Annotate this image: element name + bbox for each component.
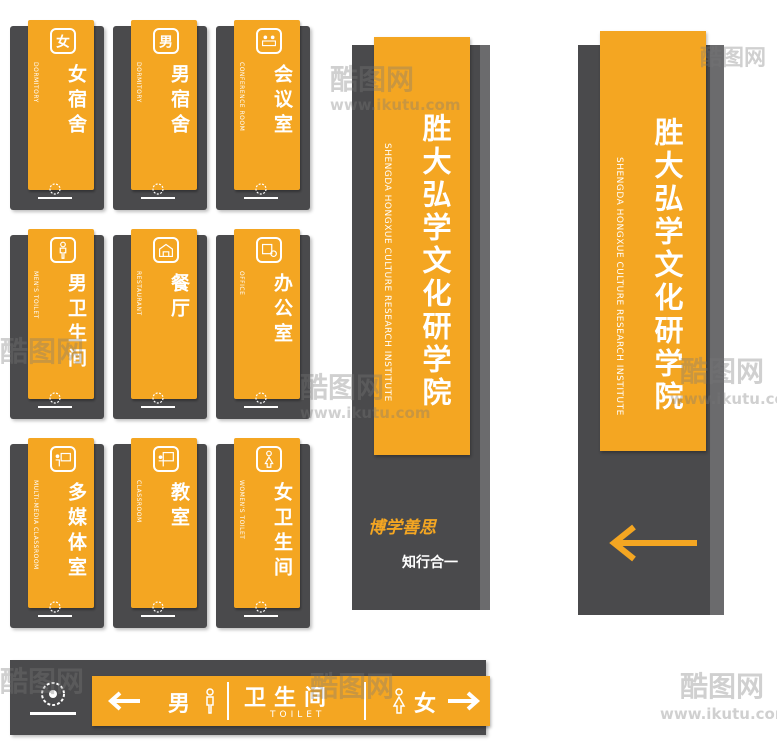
room-sign: MEN'S TOILET 男卫生间 — [10, 229, 104, 419]
room-name-en: MULTI-MEDIA CLASSROOM — [32, 480, 39, 570]
room-name: 女宿舍 — [65, 64, 87, 139]
room-name: 教室 — [168, 482, 190, 532]
watermark-url: www.ikutu.com — [660, 705, 777, 723]
institute-sign-direction: 胜大弘学文化研学院 SHENGDA HONGXUE CULTURE RESEAR… — [578, 31, 724, 615]
svg-text:女: 女 — [56, 34, 70, 51]
male-icon: 男 — [153, 28, 179, 54]
men-label: 男 — [168, 692, 191, 717]
toilet-direction-sign: 男 卫生间 TOILET 女 — [10, 660, 490, 735]
room-sign-panel: MEN'S TOILET 男卫生间 — [28, 229, 94, 399]
room-sign: OFFICE 办公室 — [216, 229, 310, 419]
left-arrow-icon — [609, 524, 697, 562]
room-sign: 男 DORMITORY 男宿舍 — [113, 20, 207, 210]
room-sign: WOMEN'S TOILET 女卫生间 — [216, 438, 310, 628]
room-name-en: CONFERENCE ROOM — [238, 62, 245, 132]
watermark-logo: 酷图网 — [330, 63, 415, 96]
divider — [227, 682, 229, 720]
room-name: 办公室 — [271, 273, 293, 348]
institute-name: 胜大弘学文化研学院 — [418, 113, 452, 410]
institute-name-en-2: SHENGDA HONGXUE CULTURE RESEARCH INSTITU… — [614, 157, 624, 416]
room-sign: RESTAURANT 餐厅 — [113, 229, 207, 419]
watermark-url: www.ikutu.com — [670, 390, 777, 408]
room-name-en: OFFICE — [238, 271, 245, 296]
watermark-logo: 酷图网 — [0, 335, 85, 368]
woman-figure-icon — [392, 688, 406, 714]
institute-logo-icon — [30, 682, 76, 715]
institute-name-2: 胜大弘学文化研学院 — [650, 117, 684, 414]
divider — [364, 682, 366, 720]
room-name: 多媒体室 — [65, 482, 87, 582]
room-name-en: RESTAURANT — [135, 271, 142, 316]
room-sign-panel: 男 DORMITORY 男宿舍 — [131, 20, 197, 190]
institute-sign-side — [480, 45, 490, 610]
institute-logo-icon — [38, 601, 72, 617]
room-sign-panel: 女 DORMITORY 女宿舍 — [28, 20, 94, 190]
watermark-logo: 酷图网 — [300, 371, 385, 404]
toilet-label-en: TOILET — [270, 710, 326, 720]
watermark-logo: 酷图网 — [680, 355, 765, 388]
institute-logo-icon — [244, 601, 278, 617]
toilet-sign-panel: 男 卫生间 TOILET 女 — [92, 676, 490, 726]
institute-sign-panel: 胜大弘学文化研学院 SHENGDA HONGXUE CULTURE RESEAR… — [374, 37, 470, 455]
room-sign-panel: OFFICE 办公室 — [234, 229, 300, 399]
room-name: 餐厅 — [168, 273, 190, 323]
watermark-logo: 酷图网 — [0, 665, 85, 698]
room-name-en: CLASSROOM — [135, 480, 142, 523]
watermark-logo: 酷图网 — [700, 46, 767, 71]
man-figure-icon — [206, 688, 214, 714]
man-figure-icon — [50, 237, 76, 263]
institute-name-en: SHENGDA HONGXUE CULTURE RESEARCH INSTITU… — [382, 143, 392, 402]
room-sign-panel: WOMEN'S TOILET 女卫生间 — [234, 438, 300, 608]
svg-text:男: 男 — [159, 35, 173, 51]
room-sign-panel: MULTI-MEDIA CLASSROOM 多媒体室 — [28, 438, 94, 608]
room-name-en: DORMITORY — [135, 62, 142, 103]
institute-sign-panel-2: 胜大弘学文化研学院 SHENGDA HONGXUE CULTURE RESEAR… — [600, 31, 706, 451]
restaurant-icon — [153, 237, 179, 263]
office-icon — [256, 237, 282, 263]
room-sign-panel: RESTAURANT 餐厅 — [131, 229, 197, 399]
institute-logo-icon — [38, 183, 72, 199]
institute-logo-icon — [141, 601, 175, 617]
toilet-label: 卫生间 — [244, 686, 335, 711]
institute-sign-side-2 — [710, 45, 724, 615]
room-sign: CLASSROOM 教室 — [113, 438, 207, 628]
institute-sign-front: 胜大弘学文化研学院 SHENGDA HONGXUE CULTURE RESEAR… — [352, 37, 490, 610]
room-sign-panel: CONFERENCE ROOM 会议室 — [234, 20, 300, 190]
institute-logo-icon — [244, 392, 278, 408]
room-name: 男宿舍 — [168, 64, 190, 139]
left-arrow-icon — [107, 691, 140, 711]
female-icon: 女 — [50, 28, 76, 54]
motto-line-1: 博学善思 — [368, 518, 436, 538]
institute-logo-icon — [244, 183, 278, 199]
watermark-logo: 酷图网 — [680, 670, 765, 703]
room-sign: MULTI-MEDIA CLASSROOM 多媒体室 — [10, 438, 104, 628]
watermark-url: www.ikutu.com — [300, 404, 431, 422]
room-name-en: WOMEN'S TOILET — [238, 480, 245, 540]
teacher-icon — [153, 446, 179, 472]
room-name-en: DORMITORY — [32, 62, 39, 103]
institute-logo-icon — [141, 392, 175, 408]
room-name: 男卫生间 — [65, 273, 87, 373]
right-arrow-icon — [448, 691, 481, 711]
presenter-icon — [50, 446, 76, 472]
room-name: 女卫生间 — [271, 482, 293, 582]
room-sign: 女 DORMITORY 女宿舍 — [10, 20, 104, 210]
institute-logo-icon — [38, 392, 72, 408]
motto-line-2: 知行合一 — [402, 555, 458, 571]
room-name-en: MEN'S TOILET — [32, 271, 39, 319]
watermark-logo: 酷图网 — [310, 670, 395, 703]
room-sign: CONFERENCE ROOM 会议室 — [216, 20, 310, 210]
room-sign-panel: CLASSROOM 教室 — [131, 438, 197, 608]
conference-icon — [256, 28, 282, 54]
watermark-url: www.ikutu.com — [330, 96, 461, 114]
women-label: 女 — [414, 692, 437, 717]
room-name: 会议室 — [271, 64, 293, 139]
institute-logo-icon — [141, 183, 175, 199]
woman-figure-icon — [256, 446, 282, 472]
